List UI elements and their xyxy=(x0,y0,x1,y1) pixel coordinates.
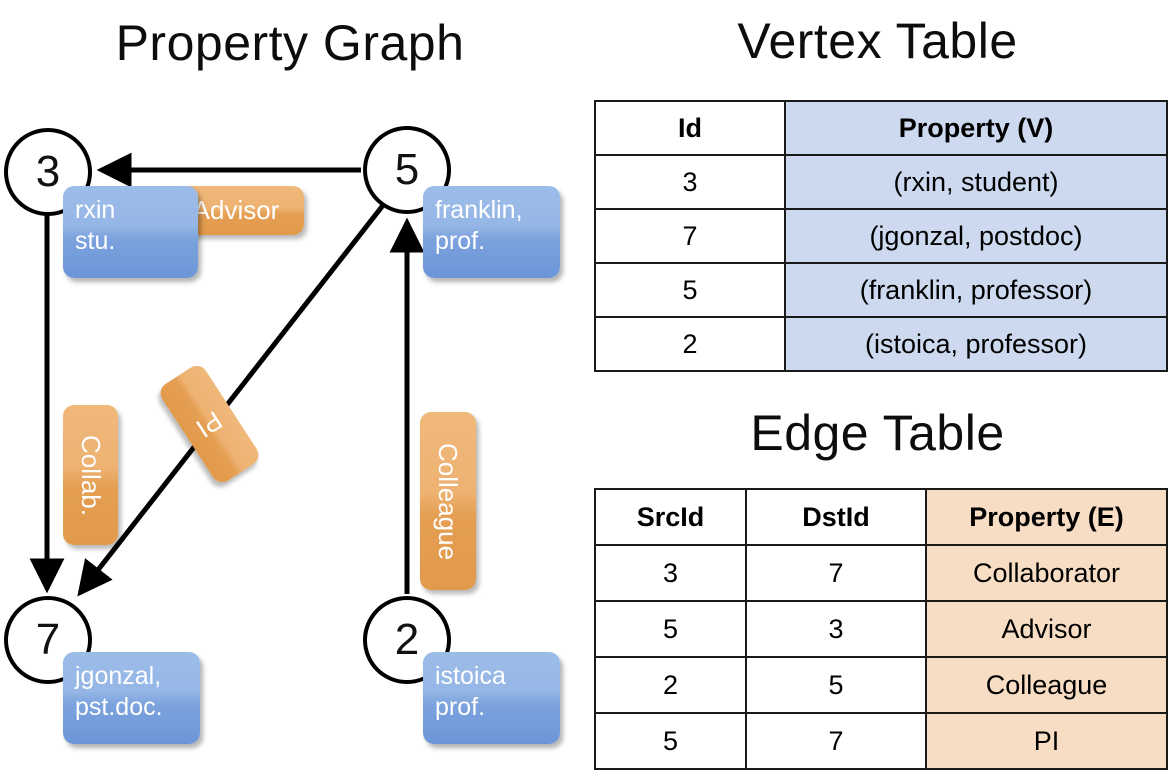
cell-srcid: 2 xyxy=(594,656,747,714)
cell-dstid: 7 xyxy=(745,712,927,770)
graph-vertex-5[interactable]: 5 xyxy=(363,126,451,214)
vertex-property-box-istoica: istoica prof. xyxy=(423,652,560,744)
column-header-property-e: Property (E) xyxy=(925,488,1168,546)
page-title-edge-table: Edge Table xyxy=(750,405,1005,461)
cell-property: (franklin, professor) xyxy=(784,262,1168,318)
cell-id: 5 xyxy=(594,262,786,318)
vertex-property-box-franklin: franklin, prof. xyxy=(423,186,560,278)
cell-property: Colleague xyxy=(925,656,1168,714)
cell-property: Advisor xyxy=(925,600,1168,658)
cell-property: PI xyxy=(925,712,1168,770)
page-title-property-graph: Property Graph xyxy=(115,15,465,71)
table-header-row: SrcId DstId Property (E) xyxy=(594,488,1168,546)
edge-label-text: PI xyxy=(191,405,229,444)
table-row: 3 (rxin, student) xyxy=(594,154,1168,210)
column-header-dstid: DstId xyxy=(745,488,927,546)
cell-srcid: 5 xyxy=(594,712,747,770)
table-row: 2 (istoica, professor) xyxy=(594,316,1168,372)
column-header-srcid: SrcId xyxy=(594,488,747,546)
cell-srcid: 3 xyxy=(594,544,747,602)
vertex-id-label: 2 xyxy=(394,615,420,664)
edge-5-to-7 xyxy=(77,202,386,597)
graph-vertex-3[interactable]: 3 xyxy=(4,128,92,216)
cell-id: 3 xyxy=(594,154,786,210)
table-row: 2 5 Colleague xyxy=(594,656,1168,714)
table-row: 5 7 PI xyxy=(594,712,1168,770)
table-row: 5 3 Advisor xyxy=(594,600,1168,658)
vertex-property-box-jgonzal: jgonzal, pst.doc. xyxy=(63,652,200,744)
edge-label-text: Collab. xyxy=(76,434,106,516)
table-row: 5 (franklin, professor) xyxy=(594,262,1168,318)
table-row: 7 (jgonzal, postdoc) xyxy=(594,208,1168,264)
table-row: 3 7 Collaborator xyxy=(594,544,1168,602)
column-header-id: Id xyxy=(594,100,786,156)
edge-label-text: Advisor xyxy=(192,195,280,225)
edge-label-colleague: Colleague xyxy=(420,412,476,590)
edge-label-text: Colleague xyxy=(433,442,464,560)
page-title-vertex-table: Vertex Table xyxy=(737,13,1018,69)
edge-table: SrcId DstId Property (E) 3 7 Collaborato… xyxy=(594,488,1168,770)
cell-dstid: 3 xyxy=(745,600,927,658)
cell-property: (rxin, student) xyxy=(784,154,1168,210)
edge-label-collab: Collab. xyxy=(63,405,118,545)
cell-srcid: 5 xyxy=(594,600,747,658)
cell-dstid: 7 xyxy=(745,544,927,602)
graph-edges-svg xyxy=(29,152,425,597)
vertex-property-box-rxin: rxin stu. xyxy=(63,186,198,278)
cell-id: 7 xyxy=(594,208,786,264)
column-header-property-v: Property (V) xyxy=(784,100,1168,156)
vertex-id-label: 7 xyxy=(35,615,61,664)
vertex-id-label: 5 xyxy=(394,145,420,194)
vertex-table: Id Property (V) 3 (rxin, student) 7 (jgo… xyxy=(594,100,1168,372)
vertex-id-label: 3 xyxy=(35,147,61,196)
cell-property: (istoica, professor) xyxy=(784,316,1168,372)
cell-property: (jgonzal, postdoc) xyxy=(784,208,1168,264)
property-graph-diagram: 3 5 7 2 rxin stu. franklin, prof. jgonza… xyxy=(0,80,585,760)
cell-id: 2 xyxy=(594,316,786,372)
table-header-row: Id Property (V) xyxy=(594,100,1168,156)
cell-property: Collaborator xyxy=(925,544,1168,602)
cell-dstid: 5 xyxy=(745,656,927,714)
